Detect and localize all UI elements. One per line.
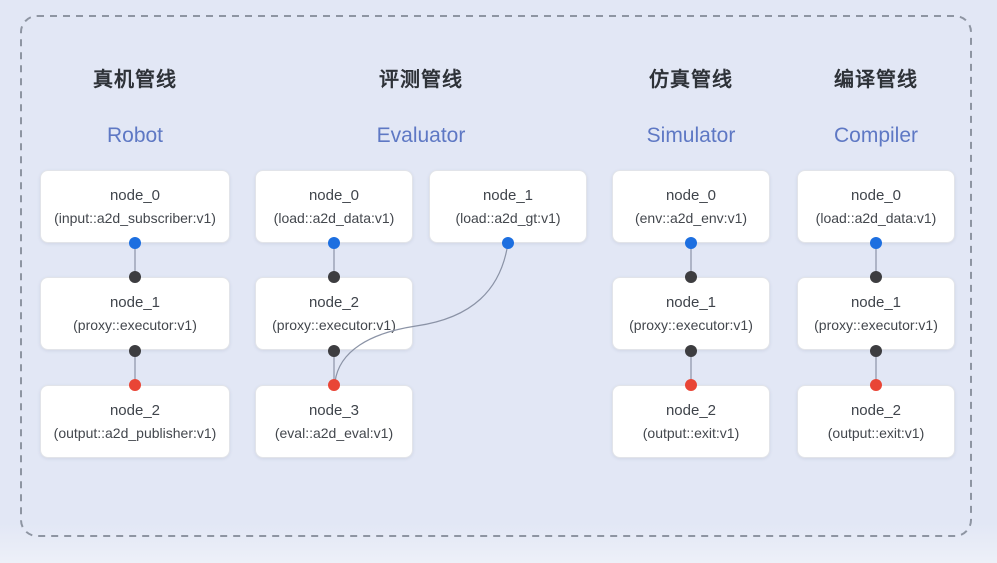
node-label: node_1 <box>665 293 717 311</box>
compiler-title-zh: 编译管线 <box>834 69 918 91</box>
robot-node-1: node_1 (proxy::executor:v1) <box>40 277 230 350</box>
simulator-node-0: node_0 (env::a2d_env:v1) <box>612 170 770 243</box>
node-label: node_1 <box>109 293 161 311</box>
node-type: (env::a2d_env:v1) <box>634 209 748 226</box>
compiler-node-1: node_1 (proxy::executor:v1) <box>797 277 955 350</box>
node-type: (proxy::executor:v1) <box>73 316 197 333</box>
node-label: node_3 <box>308 401 360 419</box>
evaluator-title-en: Evaluator <box>376 124 466 147</box>
node-label: node_2 <box>109 401 161 419</box>
robot-node-2: node_2 (output::a2d_publisher:v1) <box>40 385 230 458</box>
node-label: node_0 <box>850 186 902 204</box>
node-label: node_0 <box>308 186 360 204</box>
node-type: (load::a2d_data:v1) <box>815 209 937 226</box>
node-type: (proxy::executor:v1) <box>629 316 753 333</box>
node-label: node_0 <box>665 186 717 204</box>
node-label: node_2 <box>850 401 902 419</box>
simulator-node-1: node_1 (proxy::executor:v1) <box>612 277 770 350</box>
evaluator-node-3: node_3 (eval::a2d_eval:v1) <box>255 385 413 458</box>
evaluator-title-zh: 评测管线 <box>379 69 463 91</box>
node-type: (output::exit:v1) <box>827 424 925 441</box>
compiler-title-en: Compiler <box>833 124 919 147</box>
node-type: (input::a2d_subscriber:v1) <box>54 209 216 226</box>
node-label: node_0 <box>109 186 161 204</box>
node-label: node_2 <box>665 401 717 419</box>
node-type: (proxy::executor:v1) <box>814 316 938 333</box>
compiler-node-2: node_2 (output::exit:v1) <box>797 385 955 458</box>
compiler-node-0: node_0 (load::a2d_data:v1) <box>797 170 955 243</box>
node-type: (load::a2d_gt:v1) <box>455 209 561 226</box>
evaluator-node-1: node_1 (load::a2d_gt:v1) <box>429 170 587 243</box>
diagram-boundary <box>20 15 972 537</box>
evaluator-node-2: node_2 (proxy::executor:v1) <box>255 277 413 350</box>
node-type: (output::exit:v1) <box>642 424 740 441</box>
robot-node-0: node_0 (input::a2d_subscriber:v1) <box>40 170 230 243</box>
node-label: node_1 <box>850 293 902 311</box>
robot-title-en: Robot <box>106 124 164 147</box>
node-type: (eval::a2d_eval:v1) <box>274 424 394 441</box>
robot-title-zh: 真机管线 <box>93 69 177 91</box>
node-type: (proxy::executor:v1) <box>272 316 396 333</box>
evaluator-node-0: node_0 (load::a2d_data:v1) <box>255 170 413 243</box>
node-type: (output::a2d_publisher:v1) <box>53 424 217 441</box>
node-label: node_2 <box>308 293 360 311</box>
node-label: node_1 <box>482 186 534 204</box>
simulator-node-2: node_2 (output::exit:v1) <box>612 385 770 458</box>
node-type: (load::a2d_data:v1) <box>273 209 395 226</box>
